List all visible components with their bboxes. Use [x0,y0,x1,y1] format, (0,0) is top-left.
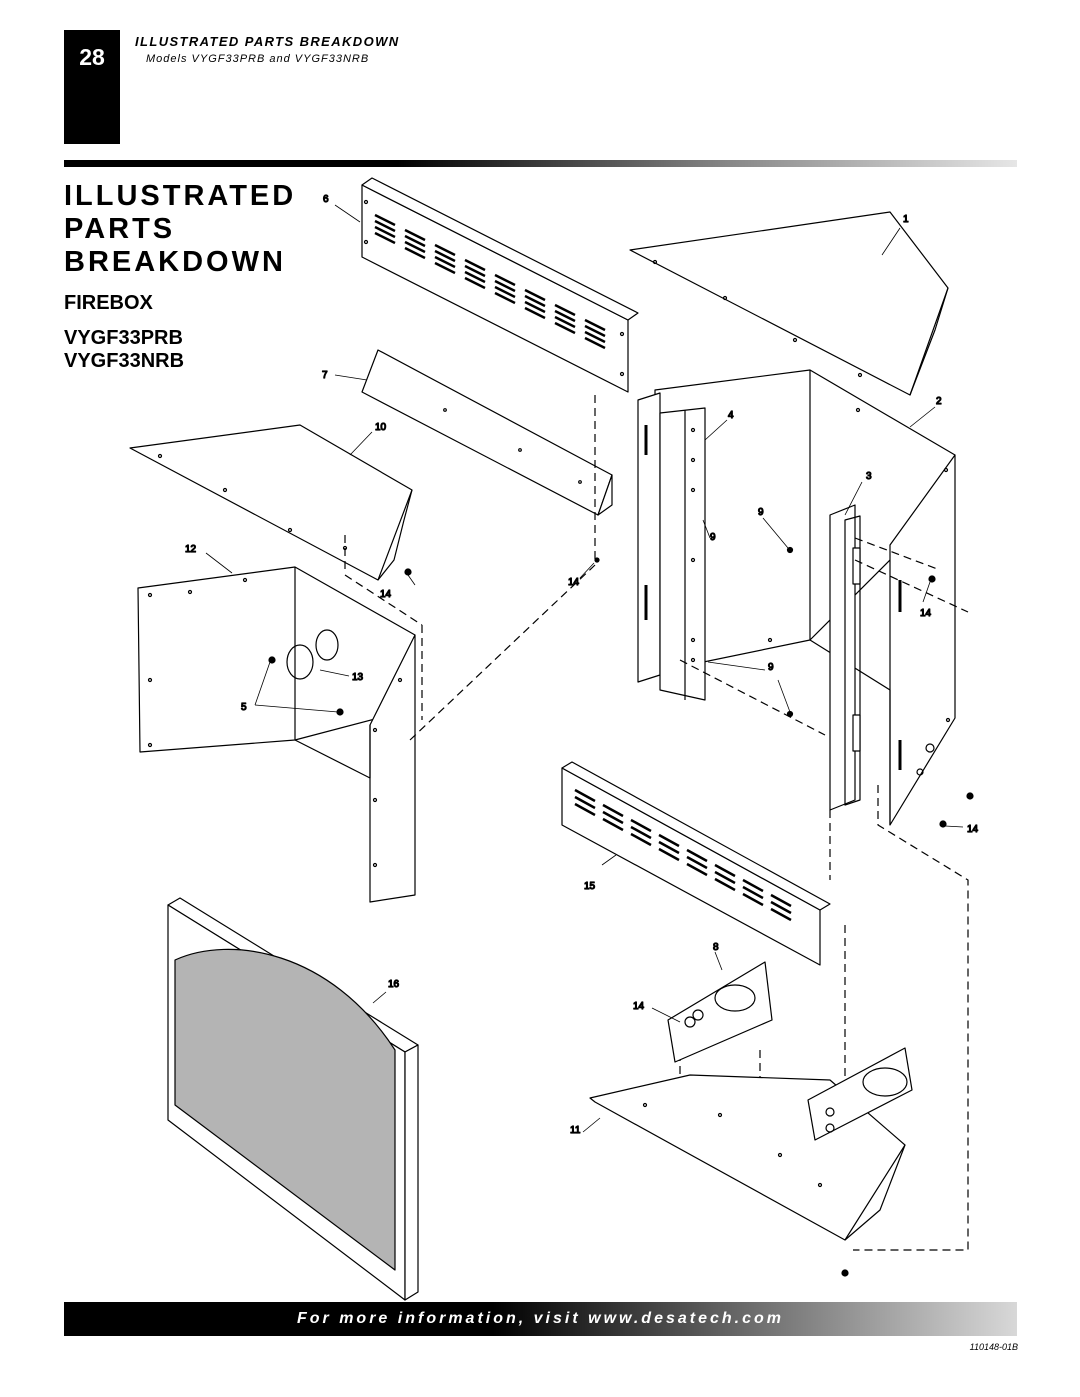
screws [268,546,974,1277]
model-item: VYGF33NRB [64,350,185,372]
running-header-title: ILLUSTRATED PARTS BREAKDOWN [135,34,400,49]
callout-14e: 14 [633,1001,645,1012]
callout-9a: 9 [758,507,764,518]
part-3-right-channel [829,504,969,880]
part-10-top-panel [129,424,413,581]
part-7-baffle [361,349,613,516]
title-line-1: ILLUSTRATED [64,180,297,212]
footer-link-text[interactable]: For more information, visit www.desatech… [296,1310,785,1327]
part-11-bottom-panel [589,1047,913,1241]
document-code: 110148-01B [969,1342,1018,1352]
callout-9b: 9 [710,532,716,543]
leader-lines [205,204,964,1133]
page-title: ILLUSTRATED PARTS BREAKDOWN [64,180,296,279]
page-number: 28 [79,44,105,70]
callout-15: 15 [584,881,596,892]
title-line-3: BREAKDOWN [64,246,286,278]
callout-1: 1 [903,214,909,225]
part-12-left-panel [137,535,596,903]
part-16-glass-front [167,897,419,1301]
callout-9c: 9 [768,662,774,673]
callout-4: 4 [728,410,734,421]
callout-10: 10 [375,422,387,433]
callout-labels: 6 1 2 3 4 7 10 12 9 9 9 14 14 14 14 13 5… [184,193,979,1136]
callout-16: 16 [388,979,400,990]
model-list: VYGF33PRB VYGF33NRB [64,327,184,373]
title-line-2: PARTS [64,213,176,245]
callout-2: 2 [936,396,942,407]
callout-12: 12 [185,544,197,555]
part-13-cover-plate [286,644,314,680]
footer-banner: For more information, visit www.desatech… [64,1302,1017,1336]
callout-6: 6 [323,194,329,205]
assembly-name: FIREBOX [64,292,153,314]
callout-14a: 14 [568,577,580,588]
part-2-firebox-shell [654,369,956,826]
callout-5: 5 [241,702,247,713]
part-15-bottom-grille [561,761,831,966]
callout-14c: 14 [920,608,932,619]
model-item: VYGF33PRB [64,327,183,349]
part-6-top-grille [361,177,639,393]
part-8-burner-bracket [667,961,773,1063]
callout-3: 3 [866,471,872,482]
part-4-left-channel [637,392,706,701]
callout-14b: 14 [380,589,392,600]
callout-8: 8 [713,942,719,953]
page-number-box: 28 [64,30,120,144]
part-1-top [629,211,949,396]
callout-11: 11 [570,1125,581,1136]
callout-14d: 14 [967,824,979,835]
running-header-models: Models VYGF33PRB and VYGF33NRB [146,53,370,65]
callout-13: 13 [352,672,364,683]
header-rule [64,160,1017,167]
callout-7: 7 [322,370,328,381]
